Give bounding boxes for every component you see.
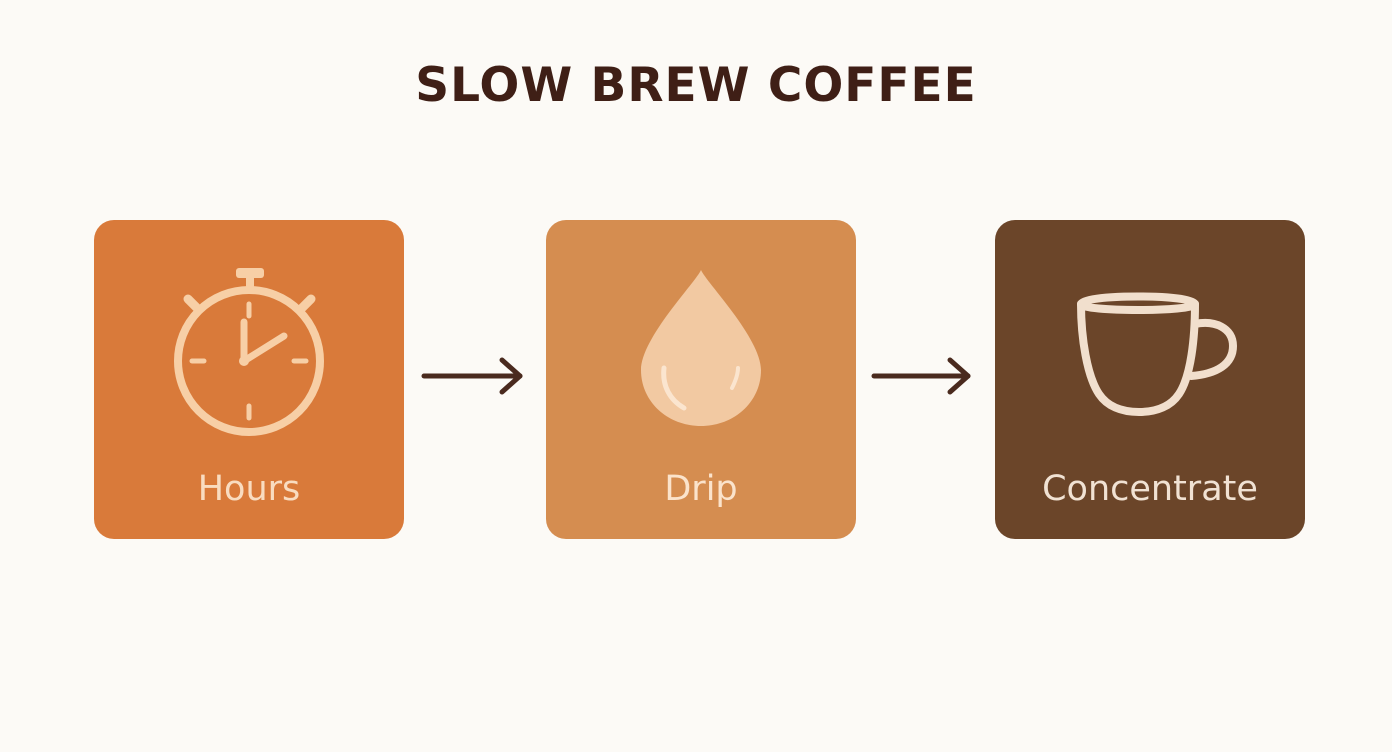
diagram-title: SLOW BREW COFFEE (415, 58, 977, 113)
step-label-concentrate: Concentrate (1042, 469, 1258, 509)
arrow-right-icon (420, 356, 530, 404)
step-card-drip: Drip (546, 220, 856, 539)
water-drop-icon (641, 270, 761, 426)
step-label-drip: Drip (664, 469, 738, 509)
step-card-concentrate: Concentrate (995, 220, 1305, 539)
arrow-right-icon (870, 356, 980, 404)
coffee-cup-icon (1077, 292, 1237, 416)
step-card-hours: Hours (94, 220, 404, 539)
step-label-hours: Hours (197, 469, 301, 509)
stopwatch-icon (174, 268, 324, 436)
